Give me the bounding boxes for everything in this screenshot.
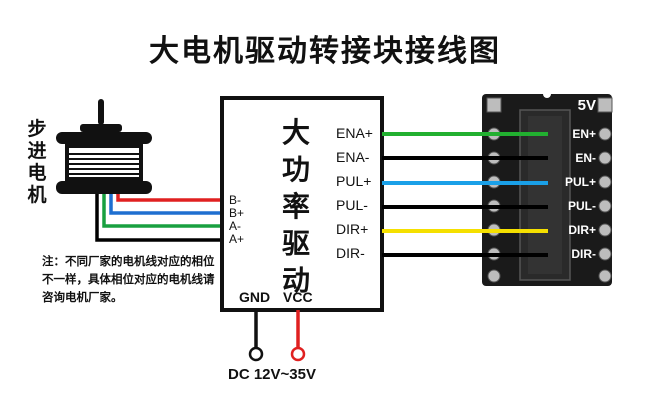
gnd-terminal-icon bbox=[248, 346, 264, 362]
pin-pul-plus: PUL+ bbox=[336, 173, 372, 189]
board-pin-en-plus: EN+ bbox=[572, 127, 596, 141]
board-pin-en-minus: EN- bbox=[575, 151, 596, 165]
board-pin-pul-minus: PUL- bbox=[568, 199, 596, 213]
wire-b-minus bbox=[116, 194, 222, 202]
pin-vcc: VCC bbox=[283, 289, 313, 305]
motor-label: 步进电机 bbox=[27, 118, 47, 206]
pin-ena-minus: ENA- bbox=[336, 149, 370, 165]
pin-a-plus: A+ bbox=[229, 232, 245, 246]
phase-note: 注：不同厂家的电机线对应的相位不一样，具体相位对应的电机线请咨询电机厂家。 bbox=[42, 254, 215, 304]
adapter-board bbox=[482, 90, 613, 286]
diagram-title: 大电机驱动转接块接线图 bbox=[149, 34, 501, 69]
signal-wires bbox=[382, 132, 548, 257]
driver-title: 大功率驱动 bbox=[281, 116, 310, 297]
wire-b-plus bbox=[109, 194, 222, 215]
board-pin-dir-minus: DIR- bbox=[571, 247, 596, 261]
pin-pul-minus: PUL- bbox=[336, 197, 368, 213]
pin-b-plus: B+ bbox=[229, 206, 245, 220]
driver-box bbox=[220, 96, 384, 312]
board-pin-dir-plus: DIR+ bbox=[568, 223, 596, 237]
pin-dir-plus: DIR+ bbox=[336, 221, 369, 237]
stepper-motor-icon bbox=[56, 99, 152, 194]
power-supply-label: DC 12V~35V bbox=[228, 366, 316, 383]
pin-ena-plus: ENA+ bbox=[336, 125, 373, 141]
wire-a-minus bbox=[102, 194, 222, 228]
vcc-terminal-icon bbox=[290, 346, 306, 362]
pin-dir-minus: DIR- bbox=[336, 245, 365, 261]
motor-wires bbox=[95, 194, 222, 242]
pin-gnd: GND bbox=[239, 289, 271, 305]
pin-a-minus: A- bbox=[229, 219, 241, 233]
wire-a-plus bbox=[95, 194, 222, 242]
board-pin-pul-plus: PUL+ bbox=[564, 175, 596, 189]
board-5v-label: 5V bbox=[577, 97, 596, 114]
pin-b-minus: B- bbox=[229, 193, 241, 207]
